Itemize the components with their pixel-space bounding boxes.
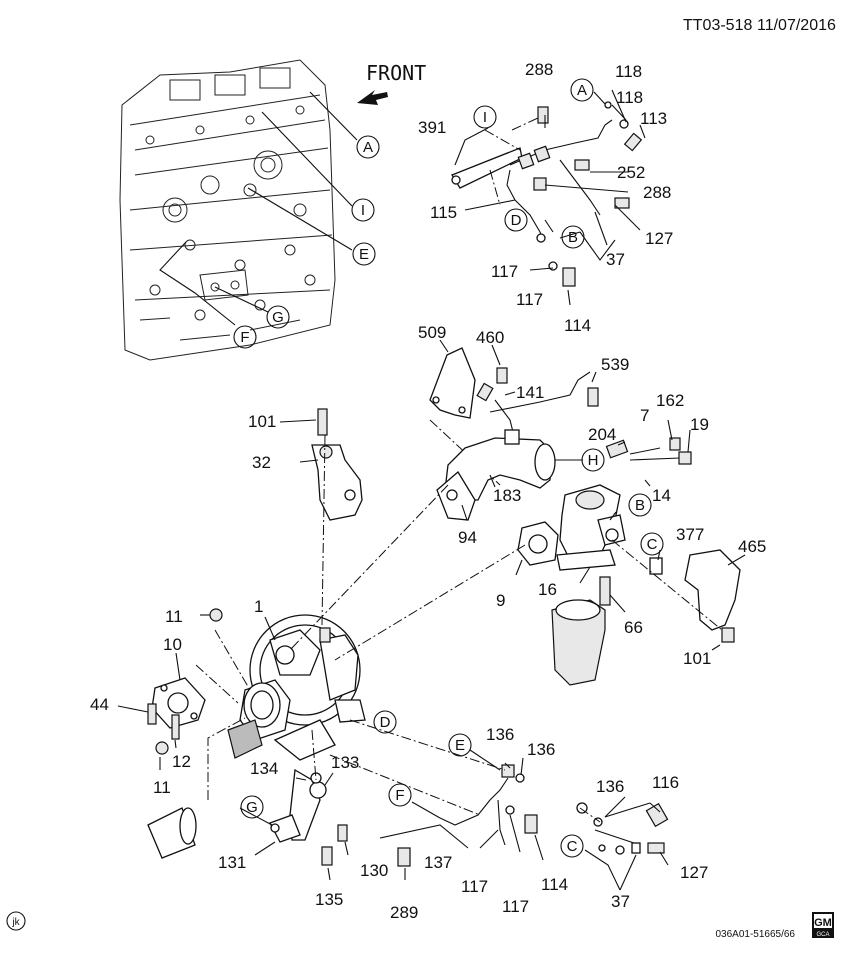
diagram-date: 11/07/2016 [757, 17, 836, 34]
part-numbers: 288 118 118 113 391 252 288 115 127 117 … [90, 60, 766, 922]
circle-label: B [568, 229, 578, 246]
front-label: FRONT [366, 61, 426, 85]
part-number: 117 [461, 877, 488, 896]
exhaust-pipe-ghost [551, 599, 606, 686]
circle-label: F [395, 787, 404, 804]
part-number: 289 [390, 903, 418, 922]
circle-label: E [455, 737, 465, 754]
part-number: 117 [516, 290, 543, 309]
circle-label: G [272, 309, 284, 326]
part-number: 539 [601, 355, 629, 374]
lower-oil-pipe [397, 764, 669, 867]
oil-return-assembly [269, 768, 348, 866]
part-number: 94 [458, 528, 477, 547]
part-number: 115 [430, 203, 457, 222]
part-number: 130 [360, 861, 388, 880]
part-number: 127 [645, 229, 673, 248]
circle-label: E [359, 246, 369, 263]
jk-badge-icon [6, 911, 26, 931]
part-number: 465 [738, 537, 766, 556]
part-number: 118 [615, 62, 642, 81]
part-number: 16 [538, 580, 557, 599]
circle-label: D [380, 714, 391, 731]
part-number: 101 [683, 649, 711, 668]
circle-label: I [483, 109, 487, 126]
bracket-and-pipe [429, 347, 599, 441]
part-number: 134 [250, 759, 278, 778]
part-number: 137 [424, 853, 452, 872]
part-number: 131 [218, 853, 246, 872]
reference-code: 036A01-51665/66 [715, 929, 795, 940]
circle-label: A [577, 82, 587, 99]
logo-bottom: GCA [816, 932, 829, 938]
part-number: 9 [496, 591, 505, 610]
part-number: 377 [676, 525, 704, 544]
part-number: 117 [491, 262, 518, 281]
part-number: 116 [652, 773, 679, 792]
part-number: 101 [248, 412, 276, 431]
outlet-elbow [436, 429, 556, 521]
exhaust-adapter [556, 437, 692, 606]
logo-top: GM [814, 917, 832, 929]
jk-badge: jk [11, 917, 20, 928]
gasket-10 [147, 608, 223, 755]
hose-ghost [147, 807, 197, 859]
part-number: 19 [690, 415, 709, 434]
part-number: 135 [315, 890, 343, 909]
part-number: 133 [331, 753, 359, 772]
gm-logo-icon: GM GCA [812, 912, 834, 938]
part-number: 509 [418, 323, 446, 342]
part-number: 391 [418, 118, 446, 137]
circle-label: C [567, 838, 578, 855]
part-number: 66 [624, 618, 643, 637]
part-number: 141 [516, 383, 544, 402]
circle-label: D [511, 212, 522, 229]
part-number: 183 [493, 486, 521, 505]
part-number: 136 [486, 725, 514, 744]
circle-label: G [246, 799, 258, 816]
part-number: 11 [165, 607, 183, 626]
gasket-9 [517, 521, 559, 566]
part-number: 162 [656, 391, 684, 410]
part-number: 460 [476, 328, 504, 347]
turbocharger [227, 614, 366, 761]
heat-shield-465 [684, 549, 741, 643]
part-number: 118 [616, 88, 643, 107]
circle-labels: A I E G F A I D B H B C D E F G C [233, 78, 664, 858]
circle-label: H [588, 452, 599, 469]
part-number: 10 [163, 635, 182, 654]
part-number: 204 [588, 425, 616, 444]
circle-label: I [361, 202, 365, 219]
part-number: 136 [596, 777, 624, 796]
part-number: 11 [153, 778, 171, 797]
part-number: 113 [640, 109, 667, 128]
diagram-code: TT03-518 [683, 17, 752, 34]
heat-shield-32 [311, 408, 363, 521]
engine-block [119, 59, 336, 361]
part-number: 37 [606, 250, 625, 269]
part-number: 1 [254, 597, 263, 616]
part-number: 12 [172, 752, 191, 771]
oil-feed-pipe [451, 101, 643, 287]
part-number: 37 [611, 892, 630, 911]
part-number: 7 [640, 406, 649, 425]
part-number: 32 [252, 453, 271, 472]
part-number: 127 [680, 863, 708, 882]
part-number: 117 [502, 897, 529, 916]
part-number: 252 [617, 163, 645, 182]
circle-label: B [635, 497, 645, 514]
part-number: 44 [90, 695, 109, 714]
front-arrow-icon [357, 90, 388, 105]
part-number: 288 [525, 60, 553, 79]
part-number: 136 [527, 740, 555, 759]
circle-label: F [240, 329, 249, 346]
part-number: 14 [652, 486, 671, 505]
circle-label: A [363, 139, 373, 156]
part-number: 288 [643, 183, 671, 202]
circle-label: C [647, 536, 658, 553]
part-number: 114 [541, 875, 568, 894]
part-number: 114 [564, 316, 591, 335]
